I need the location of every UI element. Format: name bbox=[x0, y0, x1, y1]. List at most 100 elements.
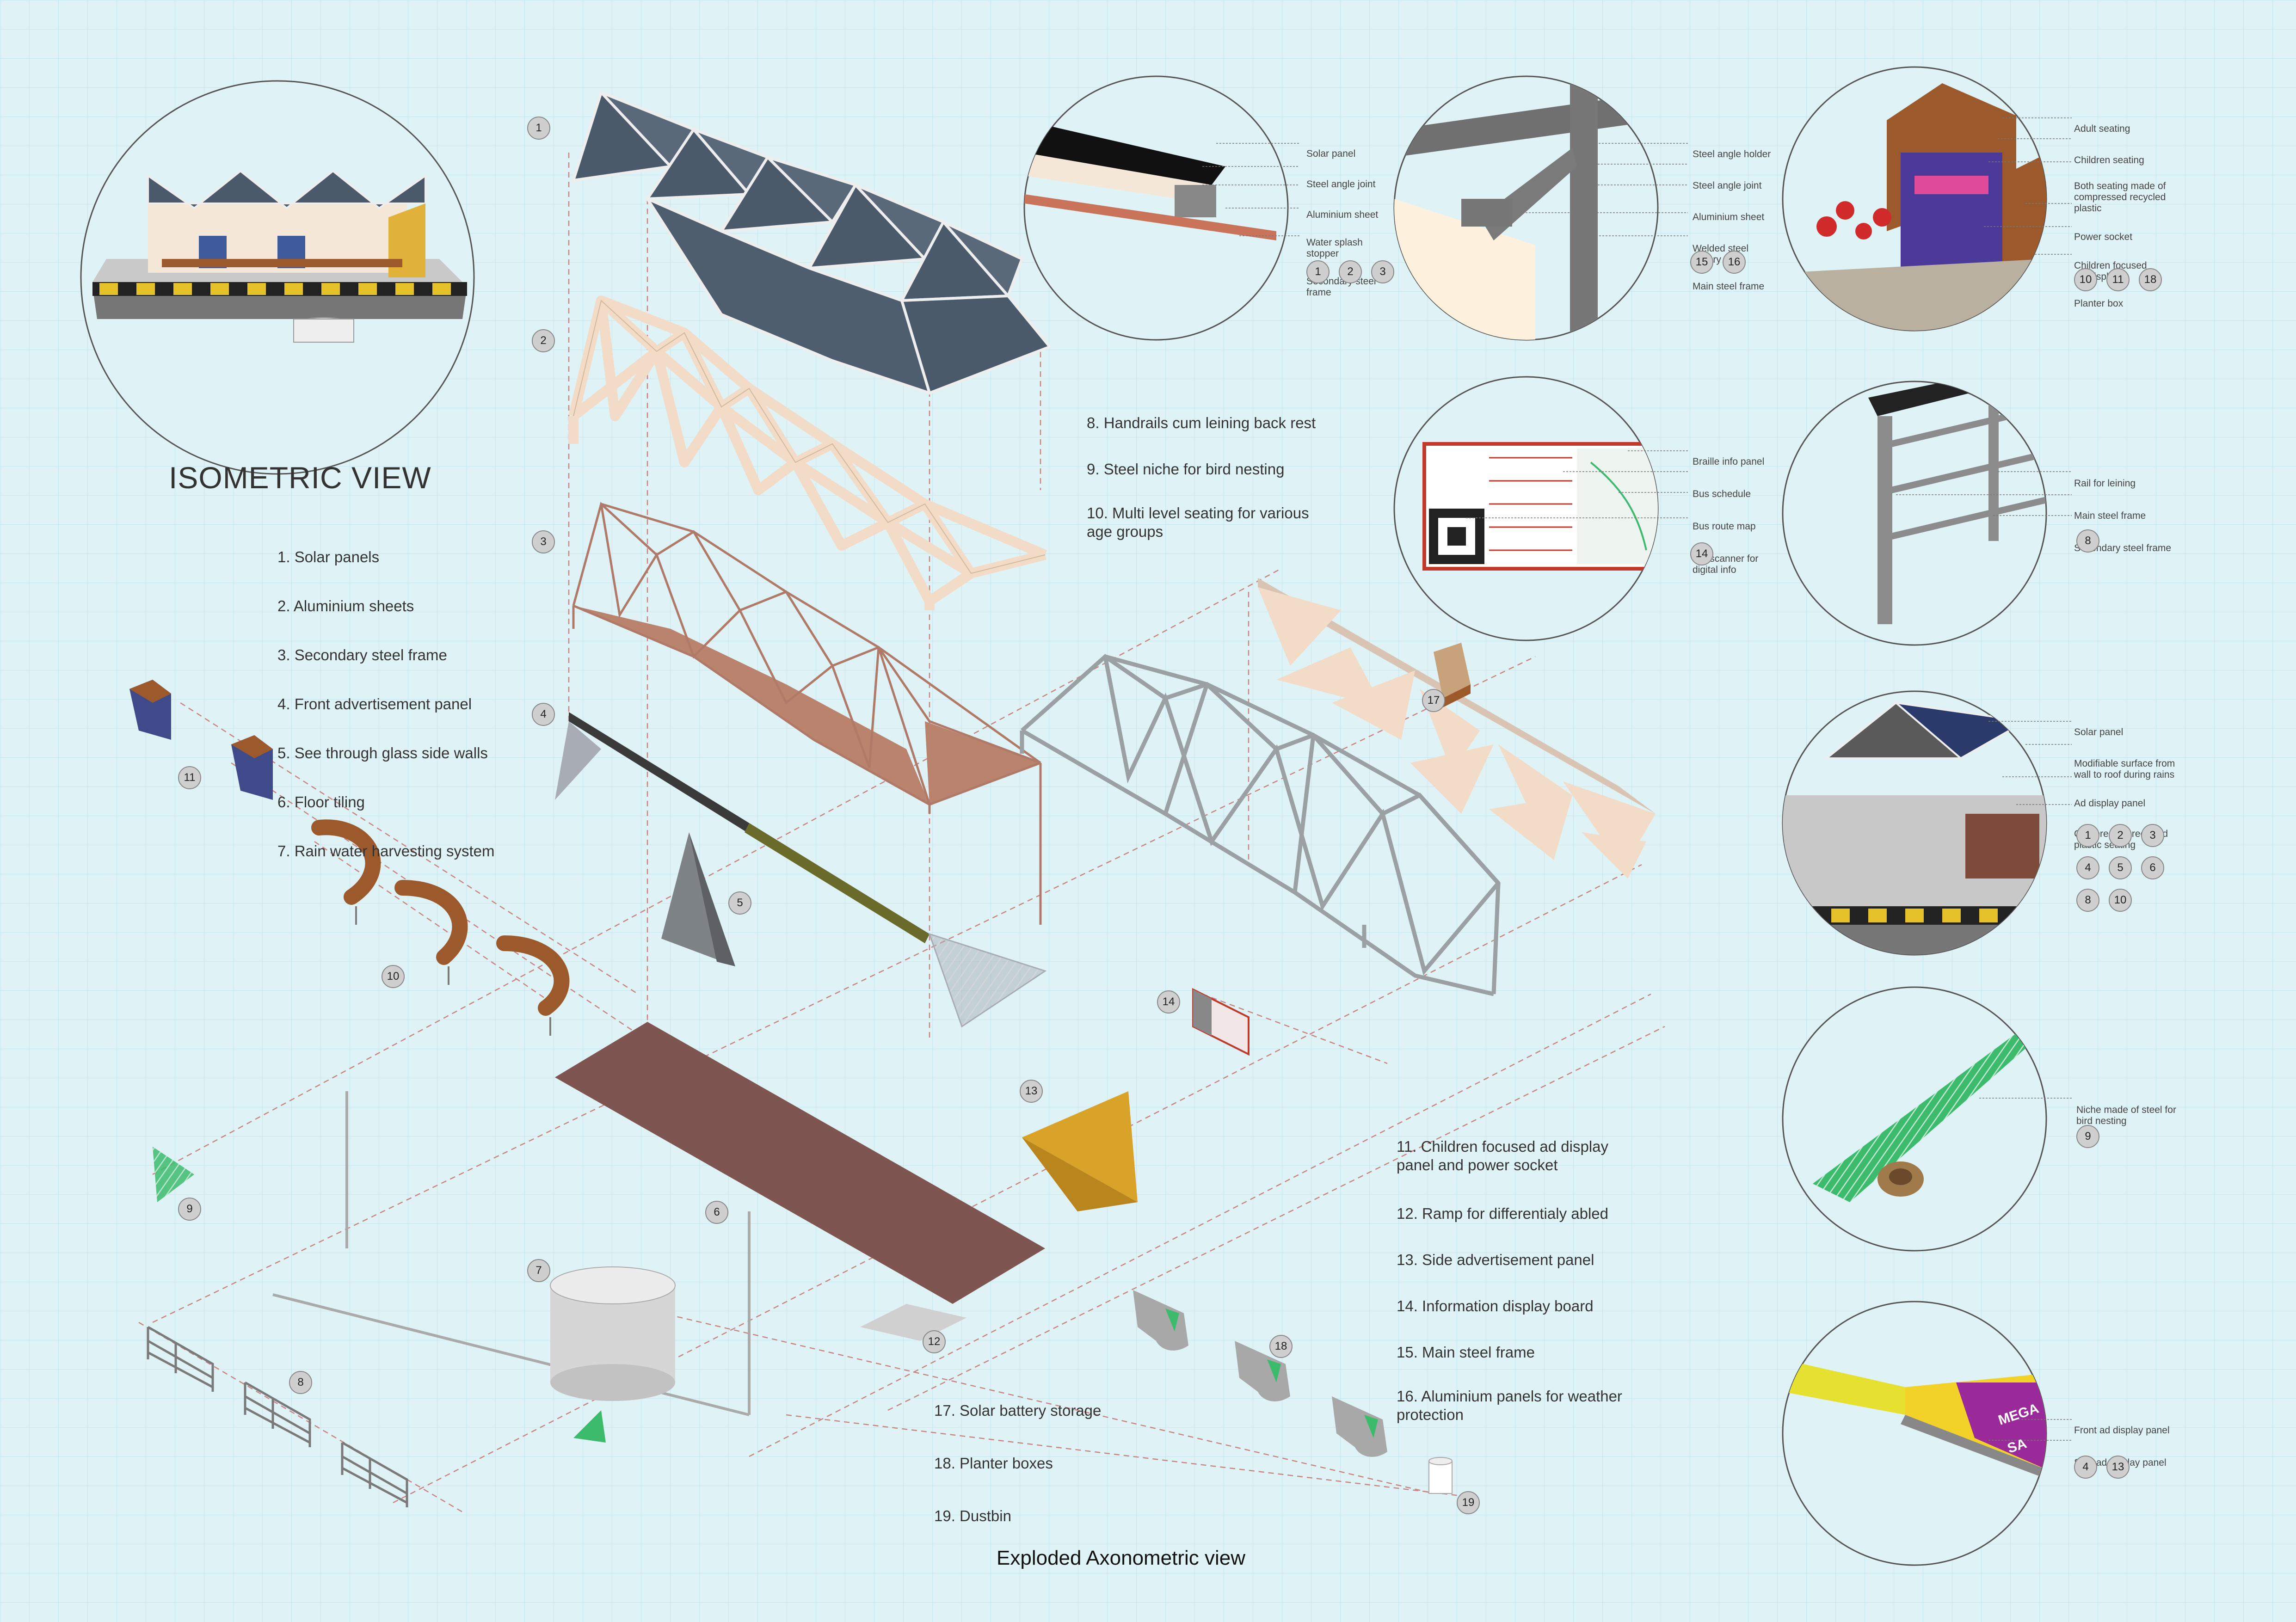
detail-2-badge: 16 bbox=[1723, 251, 1746, 274]
list-item: 18. Planter boxes bbox=[934, 1455, 1053, 1472]
callout-label: Steel angle joint bbox=[1693, 180, 1762, 191]
component-list-d: 17. Solar battery storage 18. Planter bo… bbox=[934, 1371, 1101, 1555]
callout-label: Adult seating bbox=[2074, 123, 2130, 134]
callout-label: Ad display panel bbox=[2074, 798, 2146, 809]
marker-18: 18 bbox=[1269, 1335, 1293, 1358]
marker-5: 5 bbox=[728, 891, 751, 915]
detail-1-labels: Solar panel Steel angle joint Aluminium … bbox=[1306, 137, 1378, 309]
detail-6-badge: 4 bbox=[2076, 856, 2099, 879]
detail-7-badge: 9 bbox=[2076, 1125, 2099, 1148]
detail-3-labels: Adult seating Children seating Both seat… bbox=[2074, 112, 2166, 320]
detail-6-badge: 8 bbox=[2076, 889, 2099, 912]
callout-label: Bus schedule bbox=[1693, 489, 1751, 499]
callout-label: Bus route map bbox=[1693, 521, 1756, 532]
detail-6-badge: 3 bbox=[2141, 824, 2164, 847]
marker-19: 19 bbox=[1457, 1491, 1480, 1514]
list-item: 3. Secondary steel frame bbox=[277, 646, 447, 664]
glass-side-wall-part bbox=[661, 832, 735, 966]
list-item: 5. See through glass side walls bbox=[277, 744, 488, 762]
floor-tiling-part bbox=[555, 1022, 1045, 1304]
secondary-steel-frame-part bbox=[572, 502, 1042, 925]
detail-circle-5 bbox=[1782, 381, 2047, 646]
marker-11: 11 bbox=[178, 766, 201, 789]
detail-circle-3 bbox=[1782, 66, 2047, 332]
marker-2: 2 bbox=[532, 329, 555, 352]
detail-8-labels: Front ad display panel Side ad display p… bbox=[2074, 1414, 2170, 1480]
detail-circle-6 bbox=[1782, 690, 2047, 956]
list-item: 16. Aluminium panels for weather protect… bbox=[1397, 1388, 1622, 1423]
detail-8-badge: 4 bbox=[2074, 1456, 2097, 1479]
callout-label: Modifiable surface from wall to roof dur… bbox=[2074, 758, 2175, 780]
detail-circle-8 bbox=[1782, 1301, 2047, 1566]
front-ad-panel-part bbox=[555, 712, 1047, 1028]
list-item: 9. Steel niche for bird nesting bbox=[1087, 461, 1285, 478]
detail-2-badge: 15 bbox=[1690, 251, 1713, 274]
list-item: 17. Solar battery storage bbox=[934, 1402, 1102, 1419]
side-ad-panel-part bbox=[1022, 1091, 1138, 1211]
detail-6-badge: 5 bbox=[2109, 856, 2132, 879]
dustbin-part bbox=[1428, 1457, 1453, 1494]
detail-4-badge: 14 bbox=[1690, 542, 1713, 565]
marker-14: 14 bbox=[1157, 990, 1180, 1014]
detail-5-badge: 8 bbox=[2076, 529, 2099, 553]
drawing-caption: Exploded Axonometric view bbox=[997, 1547, 1246, 1569]
callout-label: Planter box bbox=[2074, 298, 2124, 309]
marker-1: 1 bbox=[527, 117, 550, 140]
list-item: 10. Multi level seating for various age … bbox=[1087, 504, 1309, 540]
component-list-c: 11. Children focused ad display panel an… bbox=[1397, 1114, 1622, 1447]
seating-part bbox=[311, 819, 570, 1016]
callout-label: Aluminium sheet bbox=[1693, 212, 1765, 222]
detail-3-badge: 18 bbox=[2139, 268, 2162, 291]
roof-panels-part bbox=[1258, 578, 1656, 879]
marker-6: 6 bbox=[705, 1201, 728, 1224]
detail-4-labels: Braille info panel Bus schedule Bus rout… bbox=[1693, 445, 1764, 587]
list-item: 11. Children focused ad display panel an… bbox=[1397, 1138, 1609, 1173]
list-item: 13. Side advertisement panel bbox=[1397, 1251, 1594, 1268]
marker-3: 3 bbox=[532, 530, 555, 553]
detail-circle-1 bbox=[1023, 75, 1289, 341]
callout-label: Children seating bbox=[2074, 155, 2144, 166]
detail-circle-4 bbox=[1393, 376, 1659, 641]
marker-17: 17 bbox=[1422, 689, 1445, 712]
isometric-view-title: ISOMETRIC VIEW bbox=[169, 461, 431, 495]
component-list-a: 1. Solar panels 2. Aluminium sheets 3. S… bbox=[277, 520, 495, 888]
bird-niche-part bbox=[153, 1147, 194, 1202]
ramp-part bbox=[860, 1304, 966, 1341]
list-item: 19. Dustbin bbox=[934, 1507, 1011, 1524]
marker-10: 10 bbox=[382, 965, 405, 988]
callout-label: Braille info panel bbox=[1693, 456, 1765, 467]
callout-label: Solar panel bbox=[2074, 727, 2124, 737]
detail-1-badge: 3 bbox=[1371, 260, 1394, 283]
callout-label: Main steel frame bbox=[2074, 510, 2146, 521]
list-item: 4. Front advertisement panel bbox=[277, 695, 472, 713]
list-item: 7. Rain water harvesting system bbox=[277, 842, 495, 860]
detail-6-badge: 6 bbox=[2141, 856, 2164, 879]
detail-3-badge: 11 bbox=[2106, 268, 2130, 291]
callout-label: Steel angle joint bbox=[1306, 179, 1376, 190]
callout-label: Steel angle holder bbox=[1693, 149, 1771, 160]
detail-8-badge: 13 bbox=[2106, 1456, 2130, 1479]
callout-label: Water splash stopper bbox=[1306, 237, 1363, 259]
detail-7-labels: Niche made of steel for bird nesting bbox=[2076, 1094, 2176, 1138]
callout-label: Main steel frame bbox=[1693, 281, 1765, 292]
callout-label: Solar panel bbox=[1306, 148, 1356, 159]
detail-3-badge: 10 bbox=[2074, 268, 2097, 291]
callout-label: Rail for leining bbox=[2074, 478, 2136, 489]
detail-circle-7 bbox=[1782, 986, 2047, 1252]
isometric-view bbox=[80, 80, 475, 475]
detail-1-badge: 1 bbox=[1306, 260, 1330, 283]
list-item: 8. Handrails cum leining back rest bbox=[1087, 414, 1316, 431]
detail-5-labels: Rail for leining Main steel frame Second… bbox=[2074, 467, 2171, 565]
construction-lines bbox=[138, 153, 1665, 1513]
list-item: 14. Information display board bbox=[1397, 1297, 1594, 1315]
detail-6-badge: 2 bbox=[2109, 824, 2132, 847]
children-ad-panels-part bbox=[129, 680, 273, 800]
detail-6-badge: 10 bbox=[2109, 889, 2132, 912]
marker-8: 8 bbox=[289, 1371, 312, 1394]
callout-label: QR scanner for digital info bbox=[1693, 553, 1759, 575]
callout-label: Both seating made of compressed recycled… bbox=[2074, 181, 2166, 214]
list-item: 15. Main steel frame bbox=[1397, 1344, 1535, 1361]
info-board-part bbox=[1192, 988, 1250, 1056]
component-list-b: 8. Handrails cum leining back rest 9. St… bbox=[1087, 388, 1316, 564]
